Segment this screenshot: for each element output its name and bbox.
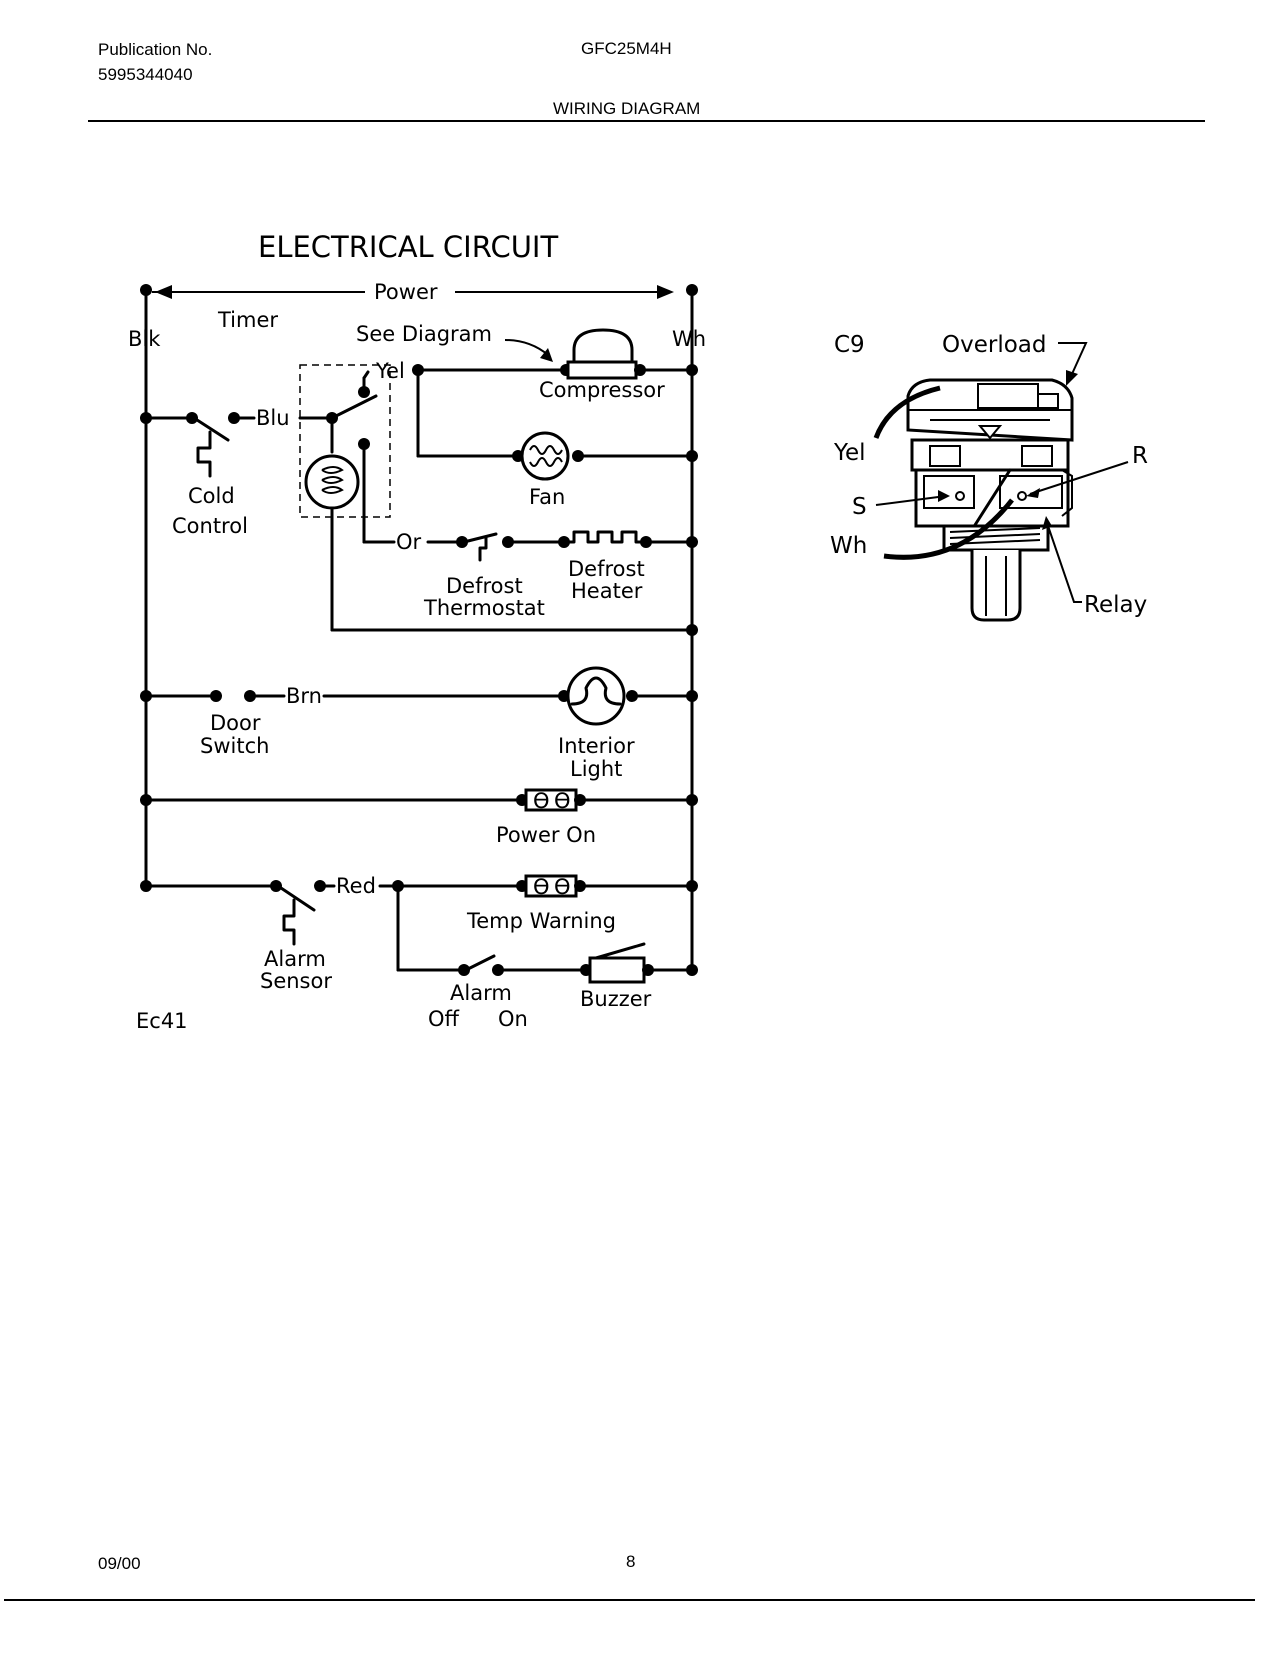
defrost-heater-symbol [562, 530, 648, 544]
alarm-off-on-switch [464, 954, 496, 972]
blu-label: Blu [256, 406, 290, 430]
relay-label: Relay [1084, 592, 1147, 618]
cold-control-symbol [196, 430, 212, 478]
alarm-sensor-switch [276, 884, 316, 912]
relay-r-label: R [1132, 443, 1148, 469]
temp-warning-label: Temp Warning [466, 909, 616, 933]
brn-label: Brn [286, 684, 322, 708]
control-label: Control [172, 514, 248, 538]
publication-number: 5995344040 [98, 65, 193, 84]
fan-motor-symbol [520, 431, 570, 481]
footer-date: 09/00 [98, 1554, 141, 1573]
alarm-branch: Ɵ Ɵ [140, 874, 698, 984]
section-title: WIRING DIAGRAM [553, 99, 700, 118]
model-number: GFC25M4H [581, 39, 672, 58]
alarm-sensor-label-1: Alarm [264, 947, 326, 971]
defrost-thermostat-switch [462, 532, 498, 544]
cold-label: Cold [188, 484, 235, 508]
wh-label: Wh [672, 327, 706, 351]
power-label: Power [374, 280, 438, 304]
relay-yel-label: Yel [833, 440, 866, 466]
interior-label: Interior [558, 734, 635, 758]
yel-label: Yel [375, 359, 405, 383]
timer-box [299, 364, 391, 518]
see-diagram-arrow [504, 339, 553, 362]
power-on-label: Power On [496, 823, 596, 847]
svg-text:Ɵ: Ɵ [554, 789, 571, 813]
footer-page-number: 8 [626, 1552, 635, 1571]
alarm-switch-label: Alarm [450, 981, 512, 1005]
red-label: Red [336, 874, 376, 898]
defrost-heater-label-2: Heater [571, 579, 643, 603]
relay-diagram-code: C9 [834, 332, 865, 358]
interior-light-bulb [566, 666, 626, 726]
alarm-off-label: Off [428, 1007, 460, 1031]
publication-label: Publication No. [98, 40, 212, 59]
compressor-label: Compressor [539, 378, 665, 402]
fan-branch [416, 431, 698, 481]
light-branch [140, 666, 698, 726]
defrost-branch [362, 442, 698, 562]
compressor-symbol [572, 328, 634, 364]
switch-label: Switch [200, 734, 269, 758]
circuit-code: Ec41 [136, 1009, 188, 1033]
defrost-thermostat-label-2: Thermostat [423, 596, 545, 620]
light-label: Light [570, 757, 622, 781]
timer-switch [304, 370, 378, 632]
power-arrow [152, 285, 674, 299]
overload-arrow [1058, 342, 1088, 386]
door-label: Door [210, 711, 261, 735]
timer-return [330, 624, 698, 636]
timer-label: Timer [217, 308, 278, 332]
see-diagram-label: See Diagram [356, 322, 492, 346]
relay-s-label: S [852, 494, 867, 520]
alarm-on-label: On [498, 1007, 528, 1031]
svg-text:Ɵ: Ɵ [554, 875, 571, 899]
relay-wh-label: Wh [830, 533, 867, 559]
power-rails [140, 284, 698, 972]
compressor-branch [412, 328, 698, 458]
alarm-sensor-label-2: Sensor [260, 969, 332, 993]
defrost-thermostat-label-1: Defrost [446, 574, 523, 598]
cold-control-switch [192, 416, 230, 442]
relay-overload-assembly [873, 378, 1074, 622]
fan-label: Fan [529, 485, 565, 509]
svg-text:Ɵ: Ɵ [533, 875, 550, 899]
circuit-title: ELECTRICAL CIRCUIT [258, 230, 558, 264]
overload-label: Overload [942, 332, 1046, 358]
defrost-heater-label-1: Defrost [568, 557, 645, 581]
svg-text:Ɵ: Ɵ [533, 789, 550, 813]
power-on-branch: Ɵ Ɵ [140, 788, 698, 813]
buzzer-label: Buzzer [580, 987, 652, 1011]
buzzer-symbol [588, 956, 646, 984]
or-label: Or [396, 530, 422, 554]
cold-control-branch [140, 412, 334, 478]
relay-pointers [875, 461, 1129, 603]
